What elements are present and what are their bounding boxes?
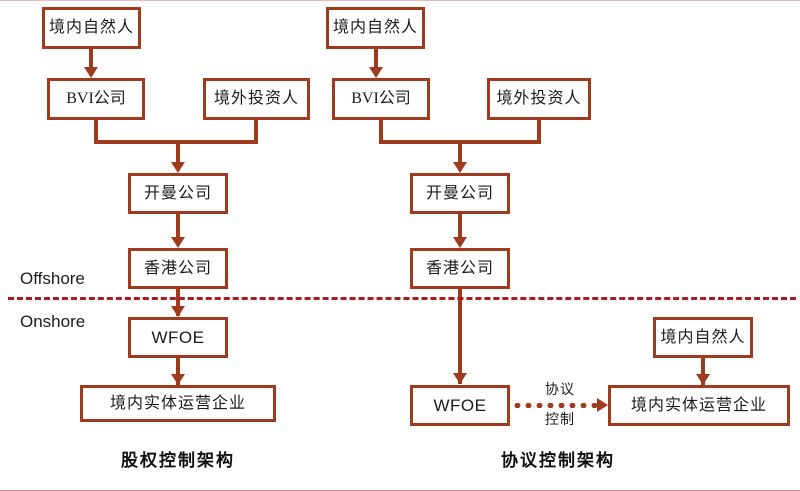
left-connector-investor-drop: [254, 120, 258, 144]
left-arrowhead-wfoe-to-entity: [171, 374, 185, 385]
left-node-domestic-individual: 境内自然人: [42, 7, 141, 49]
right-connector-bvi-drop: [379, 120, 383, 144]
right-node-domestic-operating-entity: 境内实体运营企业: [608, 385, 790, 426]
right-arrowhead-hk-to-wfoe: [453, 373, 467, 384]
right-node-wfoe: WFOE: [410, 385, 510, 426]
agreement-control-dotted-line: [512, 403, 604, 408]
left-arrowhead-cayman-to-hk: [171, 237, 185, 248]
onshore-zone-label: Onshore: [20, 312, 86, 331]
right-connector-individual-to-bvi: [374, 49, 378, 70]
offshore-zone-label: Offshore: [20, 269, 85, 288]
right-node-cayman-company: 开曼公司: [410, 173, 510, 214]
left-diagram-caption: 股权控制架构: [121, 451, 235, 470]
right-arrowhead-merge-to-cayman: [453, 162, 467, 173]
left-connector-hk-to-wfoe: [176, 289, 180, 316]
right-diagram-caption: 协议控制架构: [501, 451, 615, 470]
right-node-overseas-investor: 境外投资人: [487, 78, 591, 120]
left-node-wfoe: WFOE: [128, 317, 228, 358]
agreement-label-bottom: 控制: [545, 413, 575, 428]
right-arrowhead-individual-to-bvi: [369, 67, 383, 78]
right-connector-investor-drop: [537, 120, 541, 144]
left-node-hongkong-company: 香港公司: [128, 248, 228, 289]
left-connector-wfoe-to-entity: [176, 358, 180, 386]
right-node-domestic-individual-onshore: 境内自然人: [653, 317, 753, 358]
offshore-onshore-divider: [8, 297, 796, 300]
right-node-bvi-company: BVI公司: [332, 78, 430, 120]
right-node-domestic-individual: 境内自然人: [326, 7, 425, 49]
left-connector-cayman-to-hk: [176, 214, 180, 240]
left-arrowhead-merge-to-cayman: [171, 162, 185, 173]
right-connector-merge-to-cayman: [458, 140, 462, 165]
left-node-cayman-company: 开曼公司: [128, 173, 228, 214]
right-connector-individual-to-entity: [701, 358, 705, 386]
agreement-label-top: 协议: [545, 383, 575, 398]
agreement-control-arrowhead: [597, 398, 608, 412]
left-connector-bvi-drop: [94, 120, 98, 144]
right-connector-cayman-to-hk: [458, 214, 462, 240]
right-arrowhead-individual-to-entity: [696, 374, 710, 385]
right-node-hongkong-company: 香港公司: [410, 248, 510, 289]
left-arrowhead-individual-to-bvi: [84, 67, 98, 78]
left-connector-individual-to-bvi: [89, 49, 93, 70]
right-arrowhead-cayman-to-hk: [453, 237, 467, 248]
left-arrowhead-hk-to-wfoe: [171, 306, 185, 317]
left-node-overseas-investor: 境外投资人: [203, 78, 310, 120]
left-node-domestic-operating-entity: 境内实体运营企业: [80, 385, 276, 422]
right-connector-hk-to-wfoe: [458, 289, 462, 384]
left-node-bvi-company: BVI公司: [47, 78, 145, 120]
left-connector-merge-to-cayman: [176, 140, 180, 165]
